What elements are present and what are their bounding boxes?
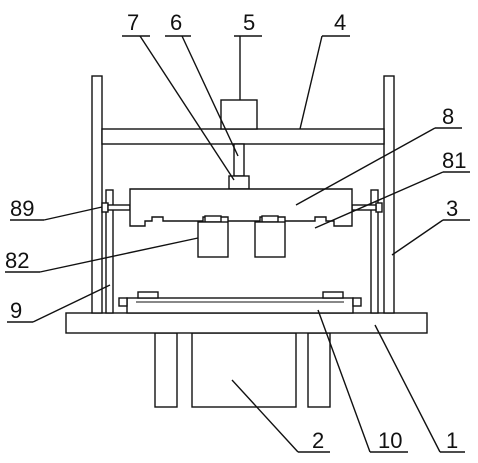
left-guide-bushing <box>101 202 109 213</box>
piston-rod <box>233 143 245 177</box>
left-inner-guide-rail <box>105 189 114 314</box>
label-6: 6 <box>170 10 182 35</box>
cylinder <box>220 99 258 130</box>
right-leg <box>307 332 331 408</box>
left-plate-stop <box>137 291 159 299</box>
left-pressing-head <box>197 221 229 258</box>
label-3: 3 <box>446 196 458 221</box>
left-leg <box>154 332 178 408</box>
label-5: 5 <box>243 10 255 35</box>
right-guide-bushing <box>375 202 383 213</box>
label-10: 10 <box>378 428 402 453</box>
right-holder <box>261 215 279 223</box>
right-plate-clamp <box>352 297 362 307</box>
right-plate-stop <box>322 291 344 299</box>
left-holder <box>204 215 222 223</box>
label-9: 9 <box>10 298 22 323</box>
label-89: 89 <box>10 196 34 221</box>
label-82: 82 <box>5 248 29 273</box>
workpiece-plate <box>126 297 354 314</box>
leader-lines <box>5 35 470 453</box>
base-plate <box>65 312 428 334</box>
left-outer-post <box>91 75 103 314</box>
left-connecting-rod <box>107 204 131 211</box>
right-inner-guide-rail <box>370 189 379 314</box>
right-outer-post <box>383 75 395 314</box>
right-pressing-head <box>254 221 286 258</box>
top-crossbar <box>101 128 385 145</box>
label-2: 2 <box>312 428 324 453</box>
pressing-beam <box>129 188 353 227</box>
left-plate-clamp <box>118 297 128 307</box>
label-81: 81 <box>442 148 466 173</box>
label-1: 1 <box>446 428 458 453</box>
motor-box <box>191 332 297 408</box>
label-4: 4 <box>334 10 346 35</box>
label-8: 8 <box>442 104 454 129</box>
right-connecting-rod <box>351 204 377 211</box>
label-7: 7 <box>127 10 139 35</box>
